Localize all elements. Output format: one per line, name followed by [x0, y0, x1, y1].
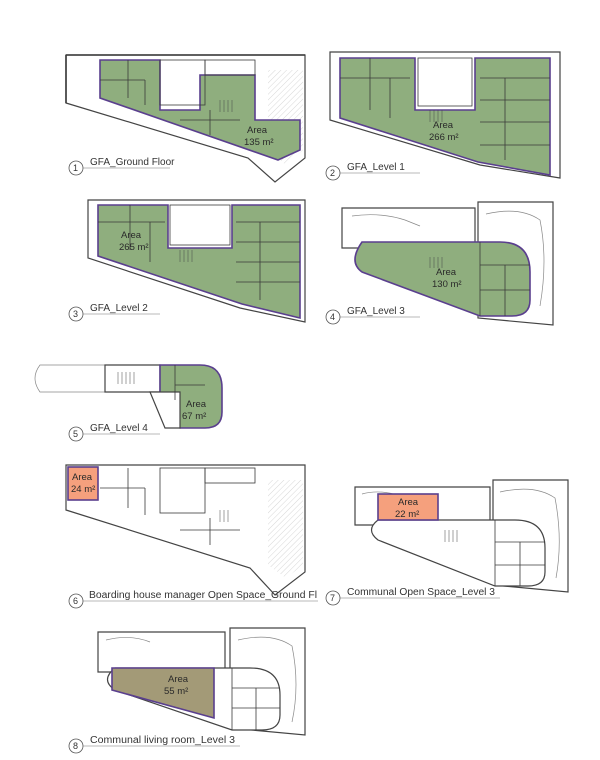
- caption-3: 3 GFA_Level 2: [68, 303, 160, 322]
- plan-ground-floor: Area 135 m²: [65, 54, 306, 183]
- caption-text-7: Communal Open Space_Level 3: [347, 587, 495, 598]
- caption-text-3: GFA_Level 2: [90, 303, 148, 314]
- area-word-living-room: Area: [168, 674, 189, 685]
- caption-text-2: GFA_Level 1: [347, 162, 405, 173]
- gfa-area-level-3: [355, 242, 530, 316]
- area-value-level-4: 67 m²: [182, 411, 206, 422]
- plan-level-3: Area 130 m²: [341, 201, 554, 326]
- caption-7: 7 Communal Open Space_Level 3: [325, 587, 500, 606]
- caption-number-1: 1: [73, 163, 78, 173]
- area-value-level-1: 266 m²: [429, 132, 459, 143]
- caption-4: 4 GFA_Level 3: [325, 306, 420, 325]
- gfa-area-level-1: [340, 58, 550, 175]
- area-value-boarding-manager: 24 m²: [71, 484, 95, 495]
- plan-level-2: Area 265 m²: [87, 199, 306, 323]
- caption-2: 2 GFA_Level 1: [325, 162, 420, 181]
- plan-level-4: Area 67 m²: [34, 364, 223, 429]
- plan-boarding-manager-open-space: Area 24 m²: [65, 464, 306, 596]
- area-word-level-2: Area: [121, 230, 142, 241]
- area-value-living-room: 55 m²: [164, 686, 188, 697]
- caption-number-8: 8: [73, 741, 78, 751]
- plan-level-1: Area 266 m²: [329, 51, 561, 179]
- area-value-level-2: 265 m²: [119, 242, 149, 253]
- caption-1: 1 GFA_Ground Floor: [68, 157, 175, 176]
- caption-number-7: 7: [330, 593, 335, 603]
- caption-text-1: GFA_Ground Floor: [90, 157, 175, 168]
- caption-text-5: GFA_Level 4: [90, 423, 148, 434]
- caption-text-6: Boarding house manager Open Space_Ground…: [89, 590, 317, 601]
- caption-number-2: 2: [330, 168, 335, 178]
- open-space-area-communal-level-3: [378, 494, 438, 520]
- caption-8: 8 Communal living room_Level 3: [68, 735, 240, 754]
- caption-text-8: Communal living room_Level 3: [90, 735, 235, 746]
- area-word-ground-floor: Area: [247, 125, 268, 136]
- area-value-level-3: 130 m²: [432, 279, 462, 290]
- area-word-level-4: Area: [186, 399, 207, 410]
- caption-number-4: 4: [330, 312, 335, 322]
- plan-communal-open-space-level-3: Area 22 m²: [354, 479, 569, 593]
- area-value-communal-open-space: 22 m²: [395, 509, 419, 520]
- gfa-area-level-2: [98, 205, 300, 318]
- open-space-area-boarding-manager: [68, 467, 98, 500]
- caption-5: 5 GFA_Level 4: [68, 423, 160, 442]
- plan-communal-living-room-level-3: Area 55 m²: [97, 627, 306, 736]
- area-word-boarding-manager: Area: [72, 472, 93, 483]
- caption-number-5: 5: [73, 429, 78, 439]
- area-word-communal-open-space: Area: [398, 497, 419, 508]
- area-word-level-1: Area: [433, 120, 454, 131]
- area-value-ground-floor: 135 m²: [244, 137, 274, 148]
- caption-6: 6 Boarding house manager Open Space_Grou…: [68, 590, 318, 609]
- living-room-area-level-3: [112, 668, 214, 718]
- caption-text-4: GFA_Level 3: [347, 306, 405, 317]
- caption-number-6: 6: [73, 596, 78, 606]
- caption-number-3: 3: [73, 309, 78, 319]
- area-word-level-3: Area: [436, 267, 457, 278]
